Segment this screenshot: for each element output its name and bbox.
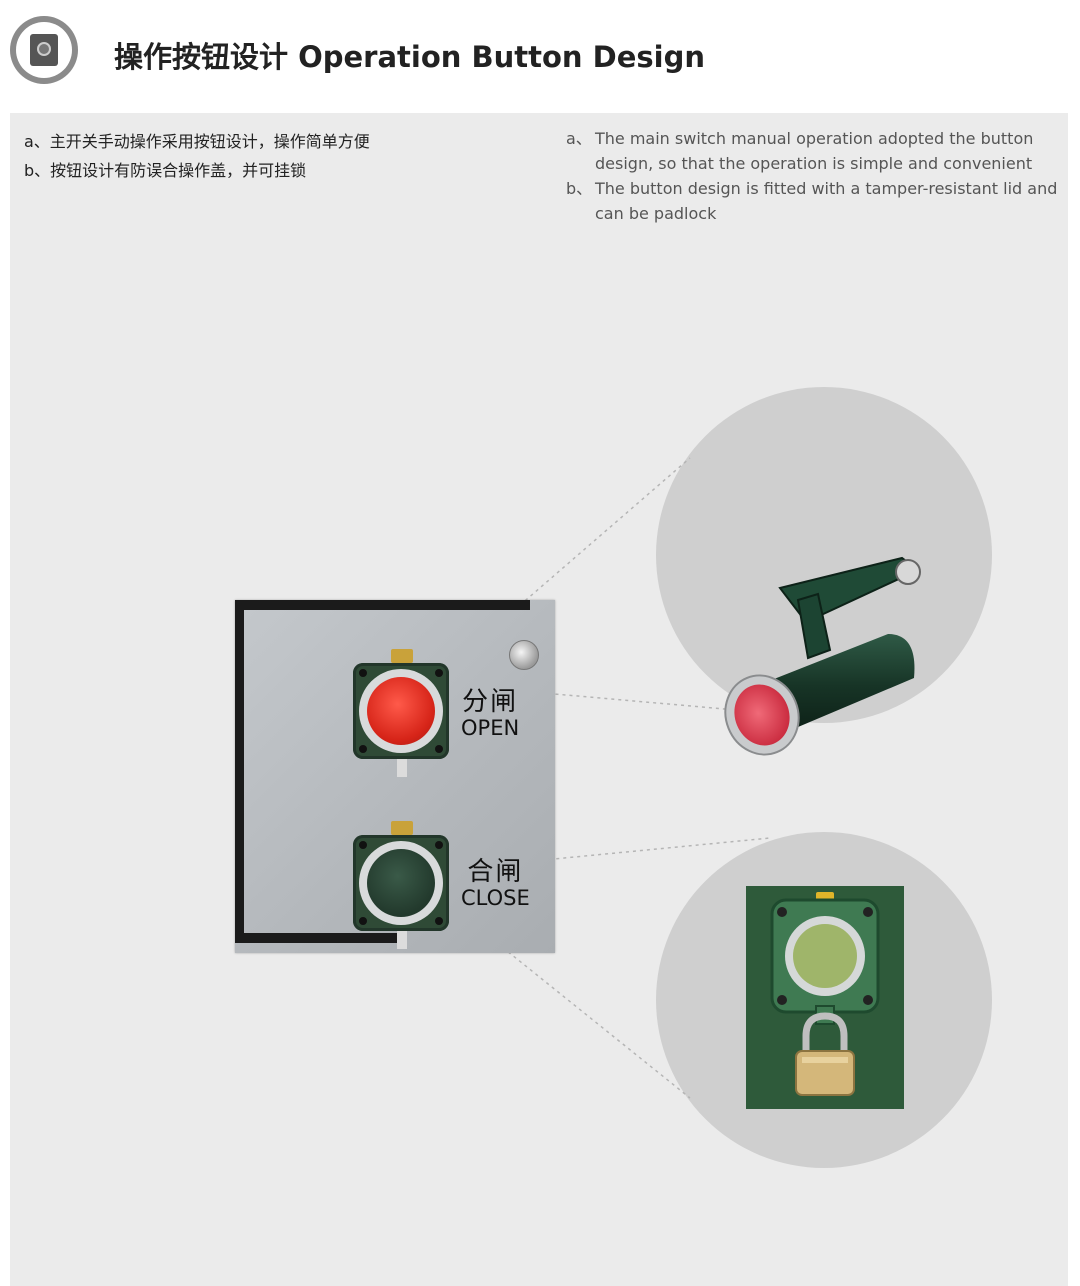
lid-hinge (391, 649, 413, 663)
padlock-closeup (746, 886, 904, 1109)
switch-panel: 分闸 OPEN 合闸 CLOSE (235, 600, 555, 953)
bolt-icon (359, 841, 367, 849)
leader-line-3 (409, 837, 771, 874)
open-label: 分闸 OPEN (461, 688, 519, 740)
bolt-icon (435, 669, 443, 677)
panel-frame-left (235, 600, 244, 943)
close-label-en: CLOSE (461, 886, 530, 910)
screw-icon (509, 640, 539, 670)
panel-frame-top (235, 600, 530, 610)
close-label-cn: 合闸 (467, 857, 524, 887)
close-label: 合闸 CLOSE (461, 858, 530, 910)
note-en-a: a、 The main switch manual operation adop… (566, 126, 1058, 176)
button-icon (10, 16, 78, 84)
button-stem (397, 931, 407, 949)
button-icon-dot (37, 42, 51, 56)
button-stem (397, 759, 407, 777)
open-label-en: OPEN (461, 716, 520, 740)
note-cn-a: a、主开关手动操作采用按钮设计，操作简单方便 (24, 132, 370, 151)
open-button-cap (367, 677, 435, 745)
close-button[interactable] (353, 821, 449, 949)
note-en-a-text: The main switch manual operation adopted… (595, 129, 1034, 173)
note-en-a-marker: a、 (566, 129, 592, 148)
panel-frame-bottom (235, 933, 400, 943)
close-button-cap (367, 849, 435, 917)
page-title: 操作按钮设计 Operation Button Design (114, 40, 706, 74)
bolt-icon (435, 917, 443, 925)
note-en-b-text: The button design is fitted with a tampe… (595, 179, 1058, 223)
open-button[interactable] (353, 649, 449, 777)
open-label-cn: 分闸 (462, 687, 519, 717)
bolt-icon (359, 917, 367, 925)
content-panel: a、主开关手动操作采用按钮设计，操作简单方便 b、按钮设计有防误合操作盖，并可挂… (10, 113, 1068, 1286)
padlock-icon (770, 892, 880, 1096)
notes-english: a、 The main switch manual operation adop… (566, 126, 1058, 226)
lid-hinge (391, 821, 413, 835)
push-button-closeup-icon (724, 556, 921, 756)
note-en-b-marker: b、 (566, 179, 593, 198)
bolt-icon (359, 745, 367, 753)
bolt-icon (359, 669, 367, 677)
bolt-icon (435, 745, 443, 753)
bolt-icon (435, 841, 443, 849)
note-cn-b: b、按钮设计有防误合操作盖，并可挂锁 (24, 161, 307, 180)
note-en-b: b、 The button design is fitted with a ta… (566, 176, 1058, 226)
notes-chinese: a、主开关手动操作采用按钮设计，操作简单方便 b、按钮设计有防误合操作盖，并可挂… (24, 127, 370, 185)
